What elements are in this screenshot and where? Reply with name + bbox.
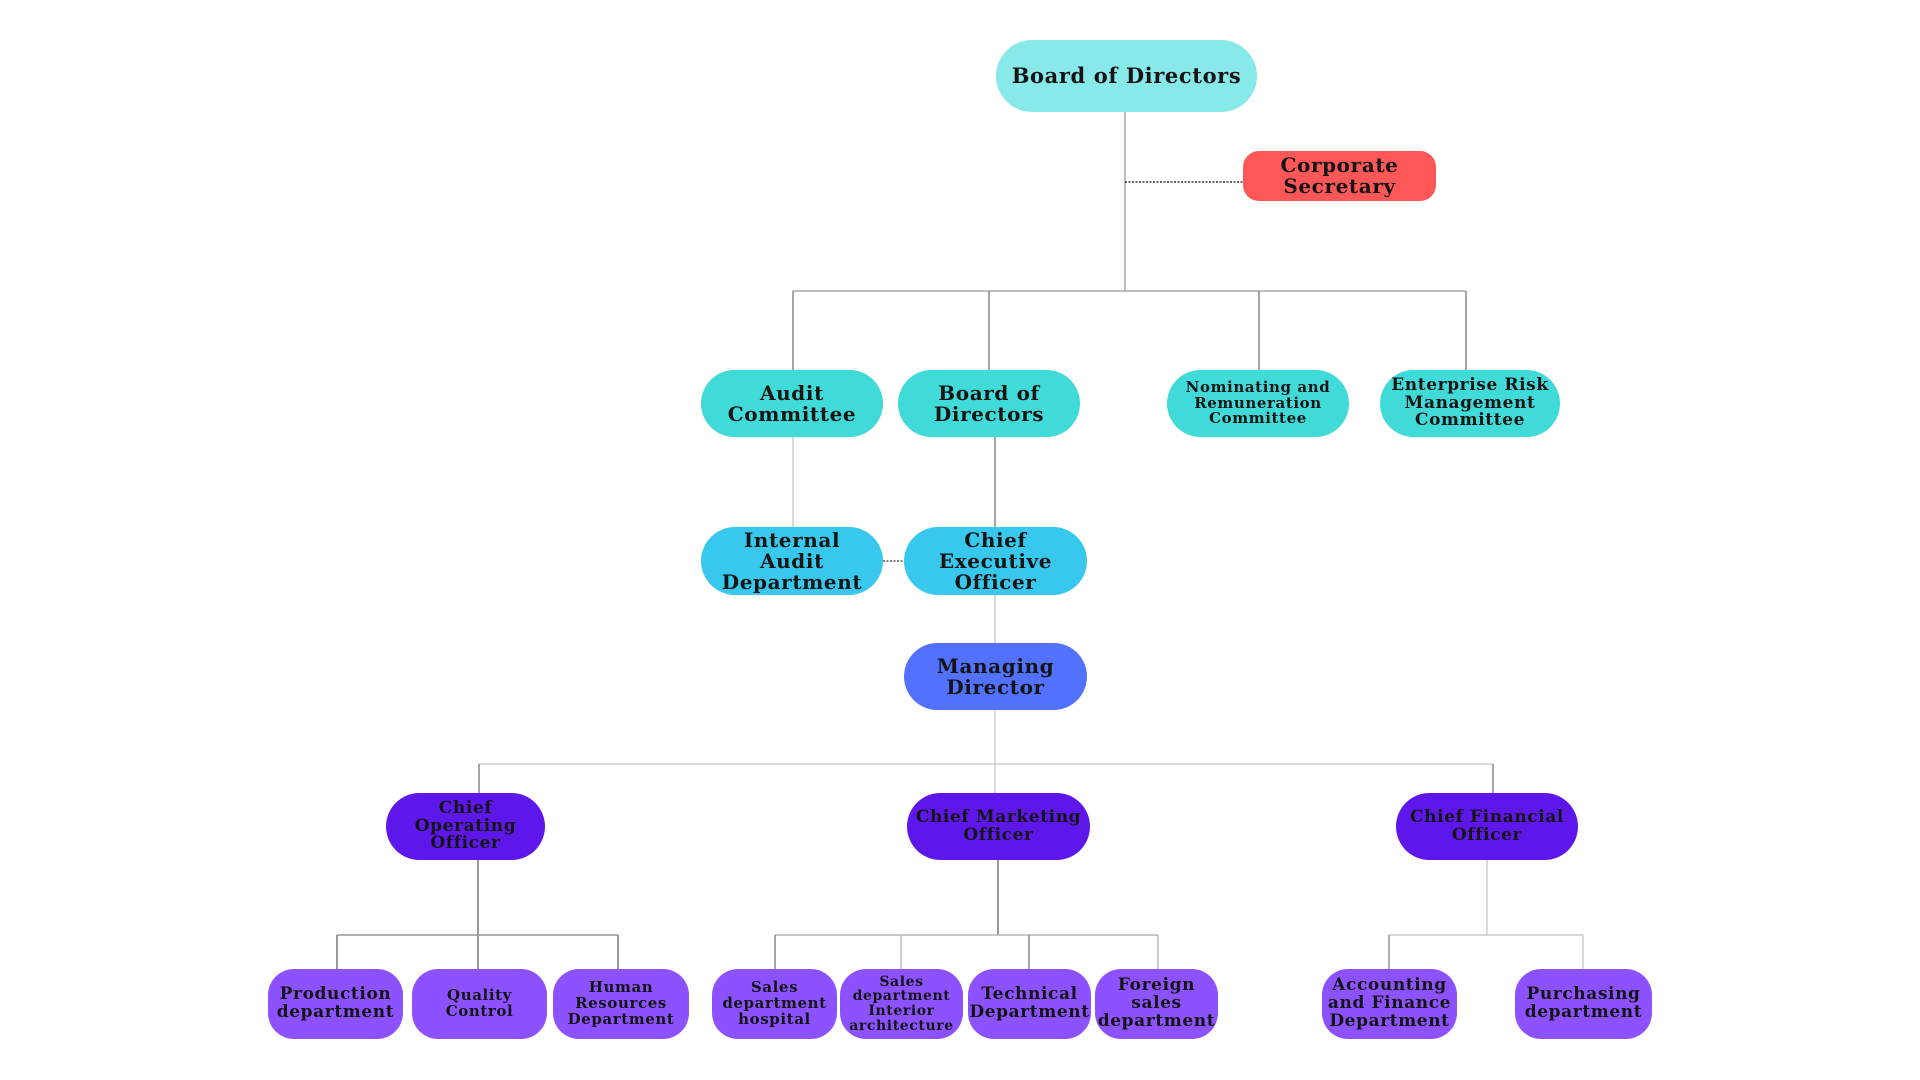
node-coo[interactable]: Chief Operating Officer bbox=[386, 793, 545, 860]
node-label: Corporate Secretary bbox=[1280, 153, 1399, 198]
node-quality-control[interactable]: Quality Control bbox=[412, 969, 547, 1039]
node-sales-department-hospital[interactable]: Sales department hospital bbox=[712, 969, 837, 1039]
node-label: Nominating and Remuneration Committee bbox=[1185, 377, 1331, 428]
node-corporate-secretary[interactable]: Corporate Secretary bbox=[1243, 151, 1436, 201]
node-label: Chief Executive Officer bbox=[938, 527, 1053, 594]
node-technical-department[interactable]: Technical Department bbox=[968, 969, 1091, 1039]
node-label: Managing Director bbox=[936, 653, 1055, 699]
node-board-top[interactable]: Board of Directors bbox=[996, 40, 1257, 112]
node-sales-department-interior[interactable]: Sales department Interior architecture bbox=[840, 969, 963, 1039]
node-label: Production department bbox=[276, 984, 395, 1022]
node-ceo[interactable]: Chief Executive Officer bbox=[904, 527, 1087, 595]
node-label: Quality Control bbox=[445, 986, 514, 1020]
node-managing-director[interactable]: Managing Director bbox=[904, 643, 1087, 710]
node-label: Foreign sales department bbox=[1097, 975, 1216, 1031]
node-hr-department[interactable]: Human Resources Department bbox=[553, 969, 689, 1039]
node-label: Enterprise Risk Management Committee bbox=[1391, 374, 1549, 431]
node-label: Human Resources Department bbox=[567, 978, 675, 1028]
node-cfo[interactable]: Chief Financial Officer bbox=[1396, 793, 1578, 860]
node-production-department[interactable]: Production department bbox=[268, 969, 403, 1039]
node-label: Accounting and Finance Department bbox=[1327, 975, 1452, 1031]
node-internal-audit[interactable]: Internal Audit Department bbox=[701, 527, 883, 595]
node-foreign-sales-department[interactable]: Foreign sales department bbox=[1095, 969, 1218, 1039]
node-label: Sales department hospital bbox=[722, 978, 827, 1028]
node-label: Chief Operating Officer bbox=[414, 797, 517, 854]
node-nominating-committee[interactable]: Nominating and Remuneration Committee bbox=[1167, 370, 1349, 437]
node-label: Technical Department bbox=[969, 984, 1090, 1022]
node-label: Board of Directors bbox=[933, 380, 1045, 426]
node-purchasing-department[interactable]: Purchasing department bbox=[1515, 969, 1652, 1039]
node-accounting-finance-department[interactable]: Accounting and Finance Department bbox=[1322, 969, 1457, 1039]
node-board-of-directors[interactable]: Board of Directors bbox=[898, 370, 1080, 437]
node-cmo[interactable]: Chief Marketing Officer bbox=[907, 793, 1090, 860]
node-label: Chief Financial Officer bbox=[1410, 806, 1564, 845]
node-label: Purchasing department bbox=[1524, 984, 1643, 1022]
node-label: Chief Marketing Officer bbox=[915, 806, 1082, 845]
node-label: Internal Audit Department bbox=[721, 527, 863, 594]
node-audit-committee[interactable]: Audit Committee bbox=[701, 370, 883, 437]
node-label: Audit Committee bbox=[727, 380, 857, 426]
node-label: Board of Directors bbox=[1011, 62, 1242, 88]
node-erm-committee[interactable]: Enterprise Risk Management Committee bbox=[1380, 370, 1560, 437]
node-label: Sales department Interior architecture bbox=[849, 973, 954, 1034]
